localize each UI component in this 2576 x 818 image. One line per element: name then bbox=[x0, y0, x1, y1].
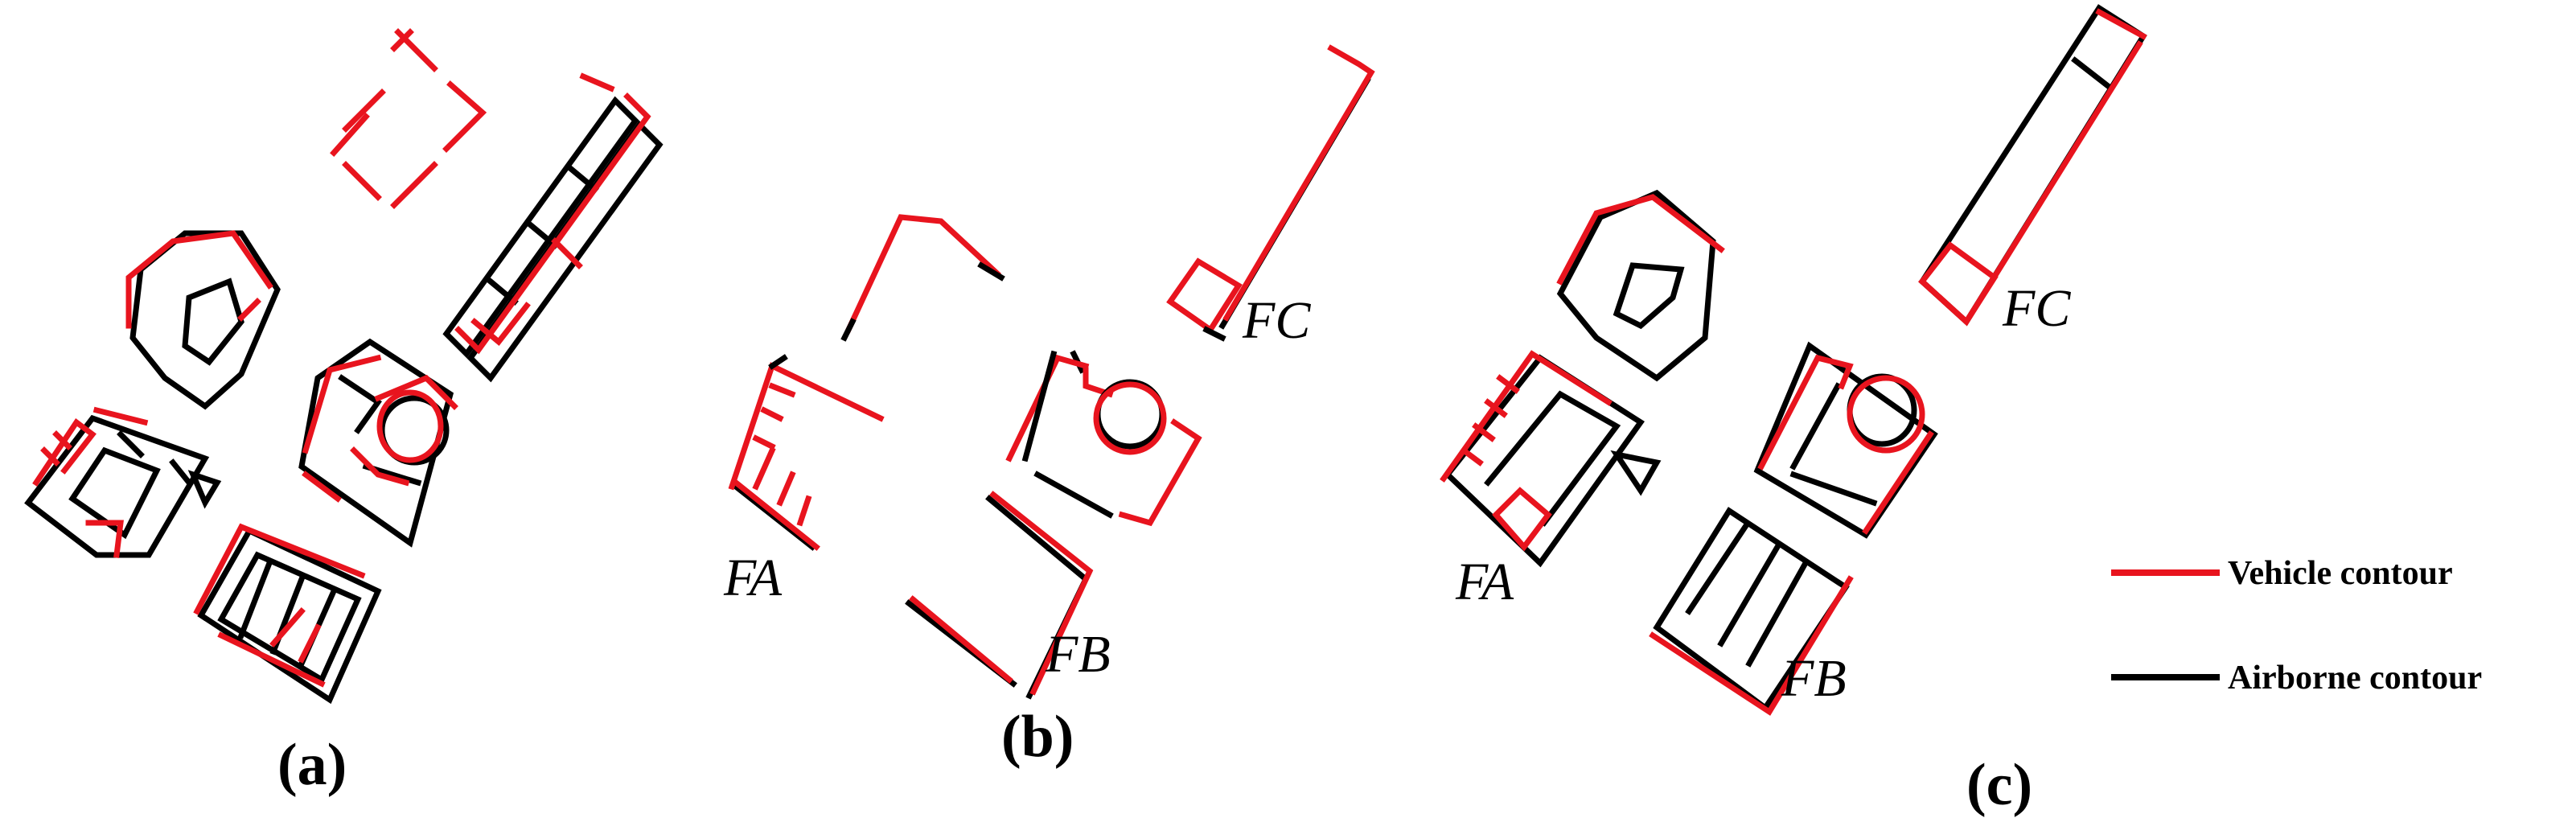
panel-b-top-bracket-air bbox=[840, 318, 857, 342]
panel-b-fc-label: FC bbox=[1242, 291, 1311, 350]
panel-c-circle-building bbox=[1753, 341, 1938, 539]
legend-airborne-label: Airborne contour bbox=[2228, 660, 2482, 697]
panel-b-top-bracket bbox=[844, 214, 1001, 334]
panel-a-label: (a) bbox=[277, 732, 347, 798]
panel-a: (a) bbox=[24, 28, 664, 798]
panel-c: FA FB FC (c) bbox=[1440, 4, 2147, 818]
panel-a-circle-building bbox=[298, 338, 458, 548]
panel-c-fa-complex bbox=[1440, 350, 1662, 568]
panel-c-octagon-building bbox=[1556, 189, 1725, 382]
panel-a-striped-building bbox=[193, 523, 382, 705]
panel-b-fb-shape bbox=[905, 491, 1094, 700]
panel-a-left-complex bbox=[24, 406, 222, 558]
legend-vehicle-label: Vehicle contour bbox=[2228, 555, 2453, 592]
panel-a-long-building bbox=[442, 72, 664, 383]
panel-c-fb-label: FB bbox=[1781, 649, 1847, 708]
panel-b-circle-building bbox=[1005, 350, 1202, 527]
panel-c-fc-long-building bbox=[1918, 4, 2147, 327]
panel-a-dashed-square bbox=[330, 28, 487, 209]
panel-b-label: (b) bbox=[1001, 704, 1074, 770]
panel-b-fa-shape bbox=[728, 354, 885, 551]
panel-b-fb-label: FB bbox=[1045, 625, 1111, 684]
panel-c-fa-label: FA bbox=[1455, 553, 1514, 611]
panel-a-octagon-building bbox=[125, 230, 281, 410]
panel-b-fc-shape bbox=[1166, 44, 1375, 342]
legend: Vehicle contour Airborne contour bbox=[2111, 555, 2482, 697]
panel-c-fb-striped bbox=[1649, 507, 1854, 716]
panel-b-fa-label: FA bbox=[723, 549, 783, 607]
panel-c-fc-label: FC bbox=[2002, 279, 2071, 338]
panel-c-label: (c) bbox=[1966, 752, 2032, 818]
panel-b: FA FB FC (b) bbox=[723, 44, 1375, 770]
